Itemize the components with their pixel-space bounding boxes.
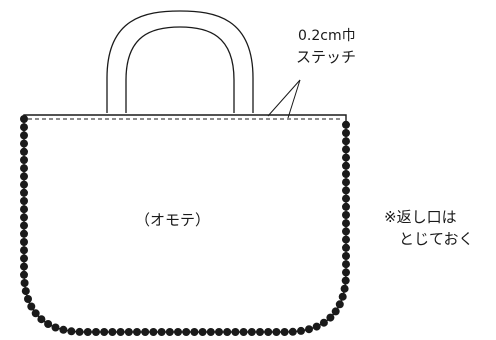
bead: [20, 164, 28, 173]
bead: [342, 268, 350, 277]
bead: [20, 139, 28, 148]
bead: [272, 328, 281, 336]
bead: [133, 328, 141, 336]
bead: [342, 129, 350, 137]
bead: [20, 221, 28, 230]
bead: [198, 328, 207, 336]
bead: [342, 120, 350, 129]
bead: [312, 322, 321, 331]
stitch-leader-lines: [267, 79, 301, 119]
bead: [182, 328, 191, 336]
bead: [149, 328, 158, 336]
bead: [20, 246, 28, 255]
bead: [20, 205, 28, 214]
bead: [20, 279, 29, 287]
bead: [157, 328, 166, 336]
bead: [24, 295, 32, 303]
handle-outer-line: [106, 10, 254, 113]
bead: [20, 180, 28, 189]
bead-trim: [20, 115, 350, 336]
bead: [342, 260, 350, 269]
bead: [37, 315, 46, 324]
bead: [340, 284, 349, 293]
stitch-width-label: 0.2cm巾: [298, 28, 356, 44]
bead: [239, 328, 248, 336]
bead: [165, 328, 174, 336]
bead: [20, 229, 28, 238]
bead: [116, 328, 125, 336]
bead: [342, 219, 350, 228]
bead: [21, 287, 30, 296]
bead: [341, 276, 350, 285]
bead: [342, 145, 350, 154]
bead: [288, 327, 297, 336]
bead: [342, 153, 350, 162]
bead: [223, 328, 232, 336]
bead: [92, 328, 100, 336]
bead: [20, 238, 28, 246]
bead: [190, 328, 199, 336]
bead: [335, 300, 344, 309]
bead: [31, 309, 40, 318]
bead: [342, 161, 350, 170]
bead: [59, 325, 68, 334]
bead: [342, 211, 350, 219]
bead: [20, 213, 28, 222]
bead: [20, 115, 28, 123]
bead: [231, 328, 240, 336]
bead: [342, 194, 350, 203]
bead: [326, 313, 335, 322]
bead: [20, 123, 28, 132]
leader-line-left: [267, 79, 301, 117]
bead: [280, 328, 289, 336]
bead: [264, 328, 273, 336]
bead: [20, 156, 28, 164]
bead: [83, 328, 92, 336]
bead: [75, 327, 84, 336]
bead: [141, 328, 150, 336]
bag-handle: [106, 10, 254, 113]
bead: [297, 326, 305, 335]
bead: [342, 170, 350, 178]
bead: [20, 131, 28, 140]
bead: [342, 235, 350, 244]
bead: [51, 323, 60, 332]
bead: [206, 328, 215, 336]
note-line-1: ※返し口は: [384, 208, 457, 226]
face-label: （オモテ）: [135, 211, 210, 229]
bead: [215, 328, 223, 336]
bead: [20, 188, 28, 197]
bead: [20, 262, 28, 271]
leader-line-right: [287, 79, 301, 119]
bead: [20, 254, 28, 263]
bead: [319, 318, 328, 327]
bead: [342, 186, 350, 195]
bead: [256, 328, 264, 336]
bead: [338, 292, 347, 301]
bead: [27, 302, 36, 311]
bead: [342, 137, 350, 146]
note-line-2: とじておく: [399, 230, 474, 248]
bead: [174, 328, 182, 336]
bead: [20, 197, 28, 205]
bead: [108, 328, 117, 336]
bead: [100, 328, 109, 336]
bead: [67, 327, 76, 336]
bead: [342, 243, 350, 252]
bead: [342, 202, 350, 211]
bead: [124, 328, 133, 336]
bead: [305, 325, 313, 334]
bead: [20, 172, 28, 181]
handle-inner-line: [125, 26, 235, 113]
bead: [20, 147, 28, 156]
bead: [342, 227, 350, 236]
bead: [20, 270, 28, 279]
bead: [331, 307, 340, 316]
stitch-label: ステッチ: [296, 48, 356, 66]
bead: [44, 320, 53, 328]
bead: [247, 328, 256, 336]
bead: [342, 252, 350, 260]
bead: [342, 178, 350, 187]
